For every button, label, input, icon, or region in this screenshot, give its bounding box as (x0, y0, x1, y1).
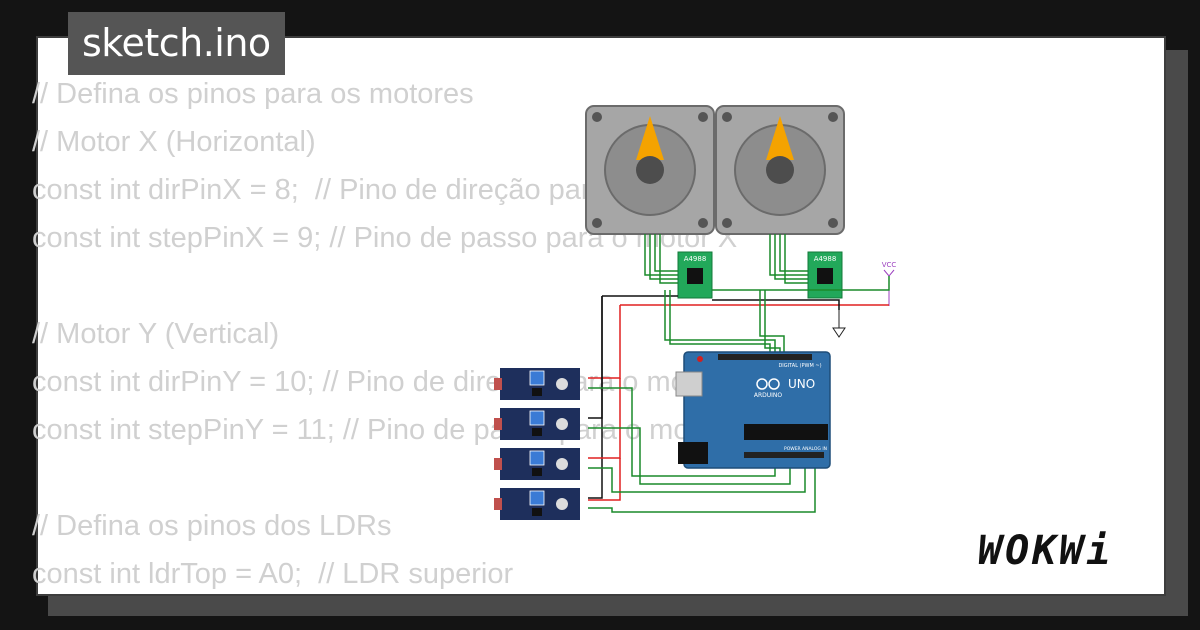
arduino-board: DIGITAL (PWM ~) UNO ARDUINO POWER ANALOG… (675, 351, 831, 469)
analog-label: ANALOG IN (802, 446, 827, 452)
vcc-label: VCC (882, 261, 897, 269)
board-brand-label: ARDUINO (754, 392, 783, 399)
stepper-motor-y (715, 105, 845, 235)
motor-pointer-icon (766, 116, 794, 160)
ldr-sensor-2 (494, 408, 580, 440)
code-line: const int ldrTop = A0; // LDR superior (32, 558, 514, 590)
power-label: POWER (784, 446, 801, 452)
digital-label: DIGITAL (PWM ~) (778, 363, 821, 369)
ldr-sensor-1 (494, 368, 580, 400)
board-model-label: UNO (788, 377, 815, 391)
code-line: // Defina os pinos dos LDRs (32, 510, 392, 542)
ground-icon (832, 310, 846, 338)
code-line: // Defina os pinos para os motores (32, 78, 474, 110)
driver-label: A4988 (814, 255, 837, 263)
driver-y: A4988 (807, 251, 843, 299)
ldr-sensor-3 (494, 448, 580, 480)
code-line: // Motor Y (Vertical) (32, 318, 280, 350)
wokwi-logo: WOKWi (978, 528, 1114, 574)
code-line: // Motor X (Horizontal) (32, 126, 316, 158)
driver-x: A4988 (677, 251, 713, 299)
arduino-logo-icon (756, 378, 780, 390)
stepper-motor-x (585, 105, 715, 235)
driver-label: A4988 (684, 255, 707, 263)
code-line: const int stepPinX = 9; // Pino de passo… (32, 222, 738, 254)
ldr-sensor-4 (494, 488, 580, 520)
motor-pointer-icon (636, 116, 664, 160)
file-title: sketch.ino (68, 12, 285, 75)
